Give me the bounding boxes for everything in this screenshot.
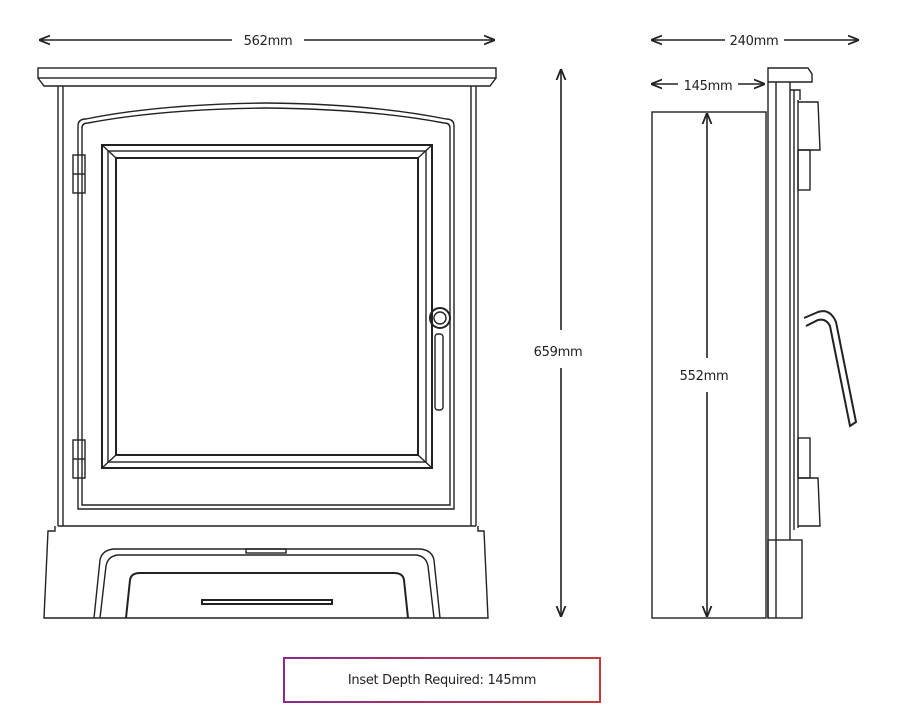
door-handle [429,307,451,411]
front-width-label: 562mm [244,34,293,49]
front-width-dimension: 562mm [40,34,494,49]
inset-depth-note: Inset Depth Required: 145mm [283,657,601,703]
side-height-dimension: 552mm [680,114,729,616]
side-inset-dimension: 145mm [652,79,764,94]
side-depth-label: 240mm [730,34,779,49]
side-height-label: 552mm [680,369,729,384]
front-height-label: 659mm [534,345,583,360]
stove-top-plate [37,67,497,87]
door-hinge-top [72,154,86,194]
stove-body [57,86,477,527]
door-hinge-bottom [72,439,86,479]
side-view: 240mm 145mm [651,34,858,619]
stove-door [77,102,455,510]
side-body [767,67,821,619]
side-depth-dimension: 240mm [652,34,858,49]
side-handle [803,310,858,428]
stove-base [43,526,489,619]
inset-section [651,111,767,619]
front-view: 562mm [37,34,583,619]
side-inset-label: 145mm [684,79,733,94]
inset-depth-text: Inset Depth Required: 145mm [347,672,537,688]
front-height-dimension: 659mm [534,70,583,616]
